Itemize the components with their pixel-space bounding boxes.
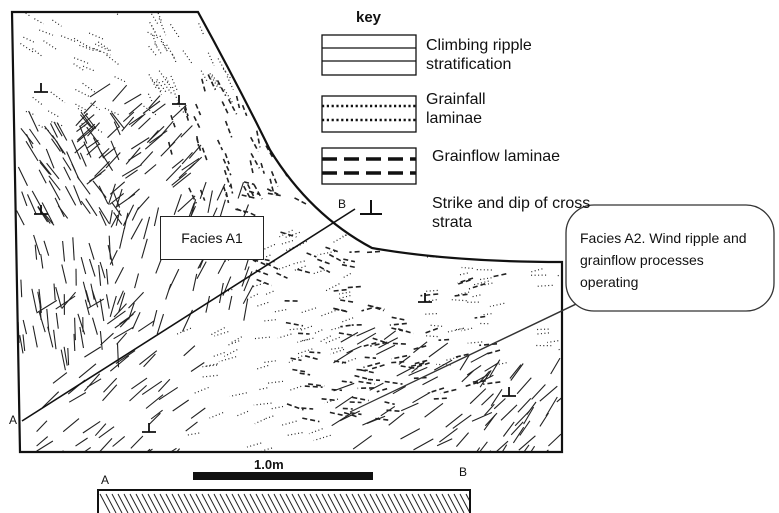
key-title: key xyxy=(356,10,381,25)
key-label-grainflow: Grainflow laminae xyxy=(432,147,562,166)
key-climbing-ripple-symbol xyxy=(322,35,416,75)
section-point-a-label: A xyxy=(101,474,109,486)
key-label-grainfall: Grainfall laminae xyxy=(426,90,546,128)
scale-label: 1.0m xyxy=(254,458,284,471)
point-b-label: B xyxy=(338,198,346,210)
key-grainflow-symbol xyxy=(322,148,416,184)
facies-a1-label: Facies A1 xyxy=(160,216,264,260)
map-outline xyxy=(12,12,562,452)
key-strike-dip-symbol xyxy=(360,200,382,214)
section-point-b-label: B xyxy=(459,466,467,478)
callout-pointer xyxy=(350,290,605,412)
point-a-label: A xyxy=(9,414,17,426)
facies-a2-callout-text: Facies A2. Wind ripple and grainflow pro… xyxy=(580,227,765,293)
key-label-climbing-ripple: Climbing ripple stratification xyxy=(426,36,576,74)
scale-bar xyxy=(193,472,373,480)
key-grainfall-symbol xyxy=(322,96,416,132)
